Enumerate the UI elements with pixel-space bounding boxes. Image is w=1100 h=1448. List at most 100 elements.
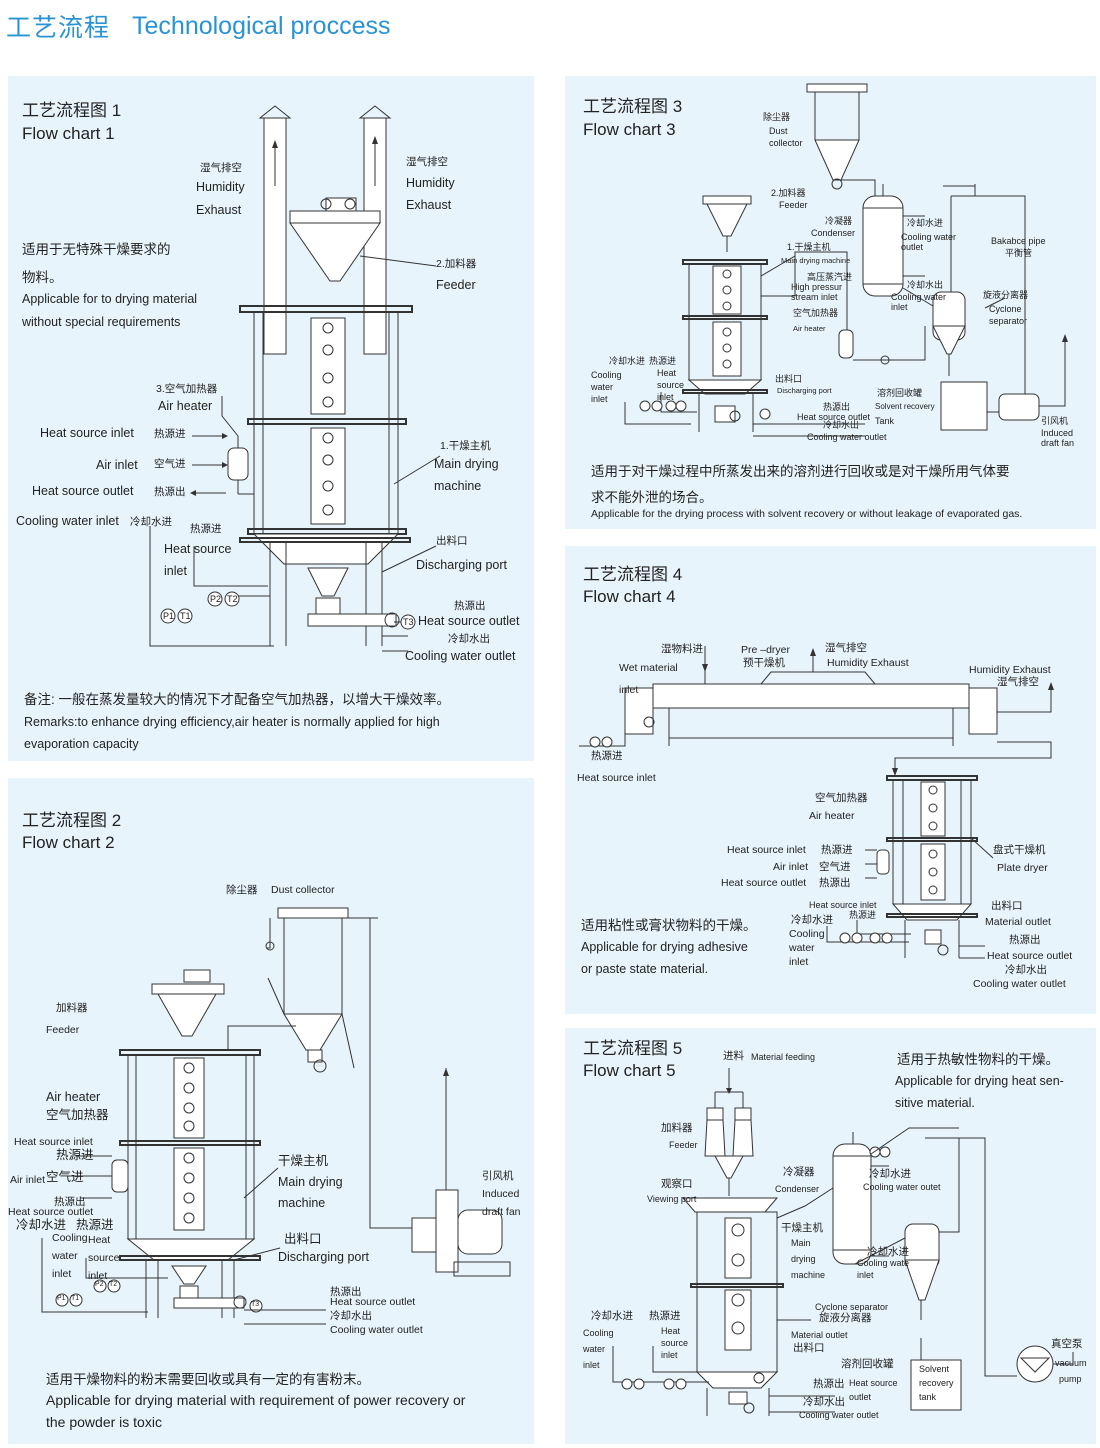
flow-chart-5-panel: 工艺流程图 5 Flow chart 5 进料 Material feeding… xyxy=(565,1028,1096,1444)
fc3-bal-en: Bakabce pipe xyxy=(991,236,1046,246)
fc3-tank-word: Tank xyxy=(875,416,895,426)
fc5-feed-cn: 进料 xyxy=(723,1050,744,1062)
fc5-tank-cn: 溶剂回收罐 xyxy=(841,1358,894,1370)
fc1-hs-in2-en-1: Heat source xyxy=(164,542,232,556)
fc3-main-cn: 1.干燥主机 xyxy=(787,242,831,252)
fc1-humidity-en-right-1: Humidity xyxy=(406,176,455,190)
fc1-desc-en-2: without special requirements xyxy=(22,315,181,329)
fc5-view-en: Viewing port xyxy=(647,1194,697,1204)
fc1-desc-cn-2: 物料。 xyxy=(22,270,63,285)
fc2-gauge-t2: T2 xyxy=(109,1281,118,1288)
fc5-pump-en-1: vacuum xyxy=(1055,1358,1087,1368)
fc1-cw-inlet-en: Cooling water inlet xyxy=(16,514,119,528)
fc5-main-en-2: drying xyxy=(791,1254,816,1264)
fc5-hs-in-en-2: source xyxy=(661,1338,689,1348)
fc5-cw-in2-en-1: Cooling wate xyxy=(857,1258,910,1268)
fc3-desc-cn-2: 求不能外泄的场合。 xyxy=(591,490,713,505)
fc5-title-cn: 工艺流程图 5 xyxy=(583,1039,683,1058)
fc5-hs-in-cn: 热源进 xyxy=(649,1310,681,1322)
fc2-hs-outlet-en: Heat source outlet xyxy=(8,1206,94,1218)
fc2-main-en-1: Main drying xyxy=(278,1175,343,1189)
fc4-cw-in-en-1: Cooling xyxy=(789,928,825,940)
fc4-airheater-en: Air heater xyxy=(809,810,855,822)
fc1-gauge-p1: P1 xyxy=(163,611,175,621)
fc3-desc-en: Applicable for the drying process with s… xyxy=(591,508,1023,520)
fc4-desc-cn: 适用粘性或膏状物料的干燥。 xyxy=(581,918,757,933)
fc1-discharge-en: Discharging port xyxy=(416,558,508,572)
fc5-cw-in-en: Cooling water outet xyxy=(863,1182,941,1192)
fc4-title-en: Flow chart 4 xyxy=(583,587,676,606)
fc2-dust-en: Dust collector xyxy=(271,884,335,896)
fc2-cw-in-cn: 冷却水进 xyxy=(16,1218,67,1232)
fc2-cw-out-en: Cooling water outlet xyxy=(330,1324,423,1336)
fc1-humidity-en-left-2: Exhaust xyxy=(196,203,242,217)
fc5-desc-en-1: Applicable for drying heat sen- xyxy=(895,1074,1064,1088)
fc4-airheater-cn: 空气加热器 xyxy=(815,792,868,804)
fc1-desc-cn-1: 适用于无特殊干燥要求的 xyxy=(22,242,171,257)
fc1-airheater-cn: 3.空气加热器 xyxy=(156,383,218,395)
fc4-air-in-en: Air inlet xyxy=(773,861,809,873)
fc3-discharge-en: Discharging port xyxy=(777,386,832,395)
fc1-hs-out2-cn: 热源出 xyxy=(454,600,486,612)
fc3-cw-out2-cn: 冷却水出 xyxy=(823,420,860,430)
fc5-main-en-3: machine xyxy=(791,1270,826,1280)
fc1-airheater-en: Air heater xyxy=(158,399,213,413)
flow-chart-2-diagram xyxy=(41,907,511,1325)
fc4-predryer-en: Pre –dryer xyxy=(741,644,791,656)
fc5-feed-en: Material feeding xyxy=(751,1052,816,1062)
fc2-cw-out-cn: 冷却水出 xyxy=(330,1310,372,1322)
fc5-cw-in2-en-2: inlet xyxy=(857,1270,874,1280)
fc5-view-cn: 观察口 xyxy=(661,1178,693,1190)
fc3-hs-in-cn: 热源进 xyxy=(649,356,677,366)
fc3-cw-in2-en-2: water xyxy=(591,382,614,392)
fc5-mat-out-en: Material outlet xyxy=(791,1330,848,1340)
fc2-hs-in2-en-3: inlet xyxy=(88,1270,108,1282)
fc2-desc-en-2: the powder is toxic xyxy=(46,1414,162,1430)
fc4-cw-out-en: Cooling water outlet xyxy=(973,978,1066,990)
fc1-humidity-en-left-1: Humidity xyxy=(196,180,245,194)
fc3-cw-out-en-1: Cooling water xyxy=(891,292,947,302)
fc5-cyclone-en: Cyclone separator xyxy=(815,1302,889,1312)
fc1-title-cn: 工艺流程图 1 xyxy=(22,101,122,120)
fc3-cyclone-cn: 旋液分离器 xyxy=(983,290,1029,300)
fc5-hs-out-cn: 热源出 xyxy=(813,1378,845,1390)
fc1-hs-in2-en-2: inlet xyxy=(164,564,187,578)
fc2-airheater-cn: 空气加热器 xyxy=(46,1108,109,1122)
fc2-gauge-p2: P2 xyxy=(95,1281,104,1288)
fc2-desc-cn: 适用干燥物料的粉末需要回收或具有一定的有害粉末。 xyxy=(46,1372,370,1387)
fc5-hs-in-en-1: Heat xyxy=(661,1326,681,1336)
fc2-cw-in-en-3: inlet xyxy=(52,1268,72,1280)
fc4-mat-out-cn: 出料口 xyxy=(991,900,1023,912)
flow-chart-1-panel: 工艺流程图 1 Flow chart 1 湿气排空 Humidity Exhau… xyxy=(8,76,534,761)
fc5-cw-in3-en-2: water xyxy=(583,1344,606,1354)
fc3-bal-cn: 平衡管 xyxy=(1005,248,1033,258)
fc1-gauge-t3: T3 xyxy=(403,617,414,627)
fc4-air-in-cn: 空气进 xyxy=(819,861,851,873)
fc3-cw-out-cn: 冷却水出 xyxy=(907,280,944,290)
fc4-cw-in-cn: 冷却水进 xyxy=(791,914,833,926)
page-header: 工艺流程 Technological proccess xyxy=(6,6,391,46)
fc2-hs-in2-en-1: Heat xyxy=(88,1234,111,1246)
fc2-hs-out2-cn: 热源出 xyxy=(330,1286,362,1298)
fc3-hs-out-cn: 热源出 xyxy=(823,402,851,412)
fc5-cw-in-cn: 冷却水进 xyxy=(869,1168,911,1180)
fc3-cw-in-en-1: Cooling water xyxy=(901,232,957,242)
fc5-desc-cn: 适用于热敏性物料的干燥。 xyxy=(897,1052,1059,1067)
fc3-fan-cn: 引风机 xyxy=(1041,416,1069,426)
fc5-cw-out-en: Cooling water outlet xyxy=(799,1410,879,1420)
flow-chart-3-panel: 工艺流程图 3 Flow chart 3 除尘器 Dust collector … xyxy=(565,76,1096,529)
fc4-cw-out-cn: 冷却水出 xyxy=(1005,964,1047,976)
fc2-feeder-en: Feeder xyxy=(46,1024,80,1036)
fc3-steam-cn: 高压蒸汽进 xyxy=(807,272,853,282)
fc3-airheater-cn: 空气加热器 xyxy=(793,308,839,318)
fc2-discharge-en: Discharging port xyxy=(278,1250,370,1264)
fc3-title-en: Flow chart 3 xyxy=(583,120,676,139)
fc3-steam-en-2: stream inlet xyxy=(791,292,838,302)
fc1-remark-cn: 备注: 一般在蒸发量较大的情况下才配备空气加热器，以增大干燥效率。 xyxy=(24,692,451,707)
fc4-hum-cn: 湿气排空 xyxy=(825,642,867,654)
fc1-feeder-en: Feeder xyxy=(436,278,476,292)
fc5-mat-out-cn: 出料口 xyxy=(793,1342,825,1354)
fc4-hs-out2-en: Heat source outlet xyxy=(987,950,1073,962)
fc4-wet-cn: 湿物料进 xyxy=(661,643,703,655)
fc1-air-inlet-en: Air inlet xyxy=(96,458,138,472)
